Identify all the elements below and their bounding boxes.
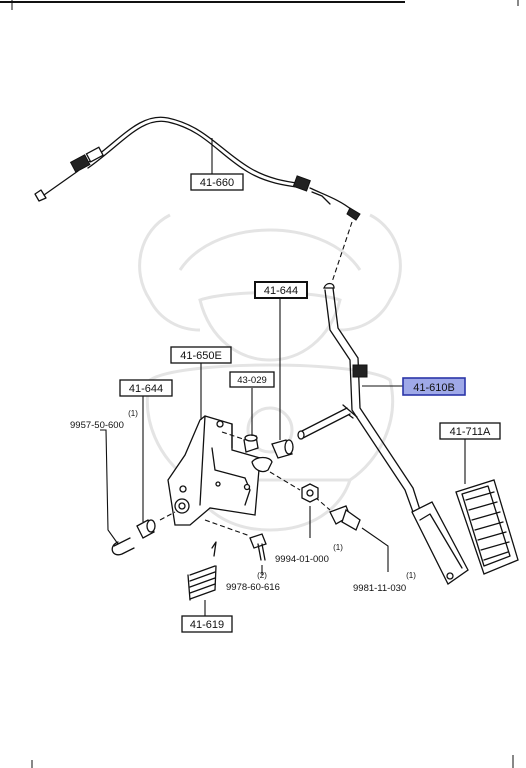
svg-text:41-711A: 41-711A (450, 426, 491, 438)
svg-text:(1): (1) (333, 543, 343, 552)
hardware-9957-50-600: (1) 9957-50-600 (70, 409, 138, 431)
pedal-pad (455, 479, 519, 575)
pedal-bracket (167, 415, 273, 526)
svg-text:41-650E: 41-650E (180, 350, 222, 362)
svg-text:41-660: 41-660 (200, 177, 234, 189)
svg-text:41-619: 41-619 (190, 619, 224, 631)
svg-text:(1): (1) (406, 571, 416, 580)
bolt-large (329, 505, 361, 531)
callout-41-610B: 41-610B (402, 377, 466, 396)
bushing-left (136, 519, 156, 539)
stopper (243, 434, 259, 453)
hardware-9981-11-030: (1) 9981-11-030 (353, 571, 416, 594)
bolt-small (249, 533, 267, 561)
callout-43-029: 43-029 (229, 371, 275, 388)
callout-41-711A: 41-711A (439, 422, 501, 440)
cable-link-dash (331, 221, 353, 283)
return-spring (187, 541, 217, 601)
callout-41-660: 41-660 (190, 173, 244, 191)
hardware-9994-01-000: (1) 9994-01-000 (275, 543, 343, 565)
svg-text:9981-11-030: 9981-11-030 (353, 583, 406, 594)
svg-text:(2): (2) (257, 571, 267, 580)
callout-41-650E: 41-650E (170, 346, 232, 364)
svg-text:43-029: 43-029 (237, 375, 267, 386)
bracket-dash-links (159, 431, 331, 537)
leader-lines (100, 138, 466, 620)
clip (111, 537, 135, 556)
hardware-9978-60-616: (2) 9978-60-616 (226, 571, 280, 593)
svg-text:(1): (1) (128, 409, 138, 418)
callout-41-644-top: 41-644 (254, 281, 308, 299)
svg-text:41-644: 41-644 (129, 383, 163, 395)
nut (301, 483, 319, 503)
svg-text:41-610B: 41-610B (413, 382, 455, 394)
bushing-top (271, 439, 294, 459)
svg-text:41-644: 41-644 (264, 285, 298, 297)
svg-text:9957-50-600: 9957-50-600 (70, 420, 124, 431)
throttle-cable (34, 116, 361, 221)
svg-text:9978-60-616: 9978-60-616 (226, 582, 280, 593)
pedal-arm (297, 282, 469, 585)
callout-41-644-left: 41-644 (119, 379, 173, 397)
callout-41-619: 41-619 (181, 615, 233, 633)
svg-text:9994-01-000: 9994-01-000 (275, 554, 329, 565)
